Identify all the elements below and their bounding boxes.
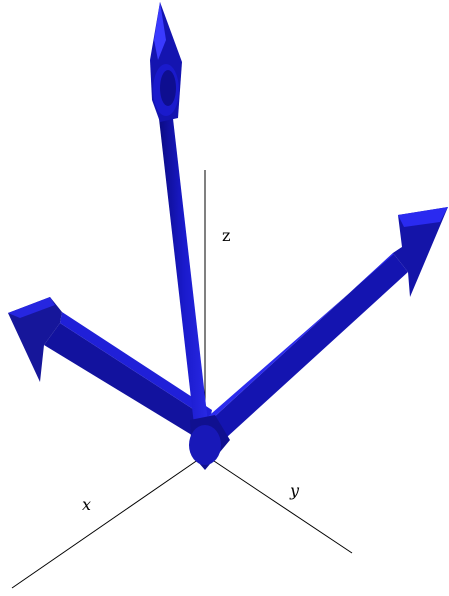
x-axis-label: x [82, 495, 91, 514]
z-axis-label: z [222, 226, 230, 245]
left-vector [8, 297, 212, 440]
up-vector [150, 2, 210, 442]
y-axis-line [204, 454, 353, 554]
x-axis-line [11, 454, 206, 589]
y-axis-label: y [289, 481, 300, 500]
origin-joint [189, 415, 230, 470]
right-vector [200, 207, 448, 448]
